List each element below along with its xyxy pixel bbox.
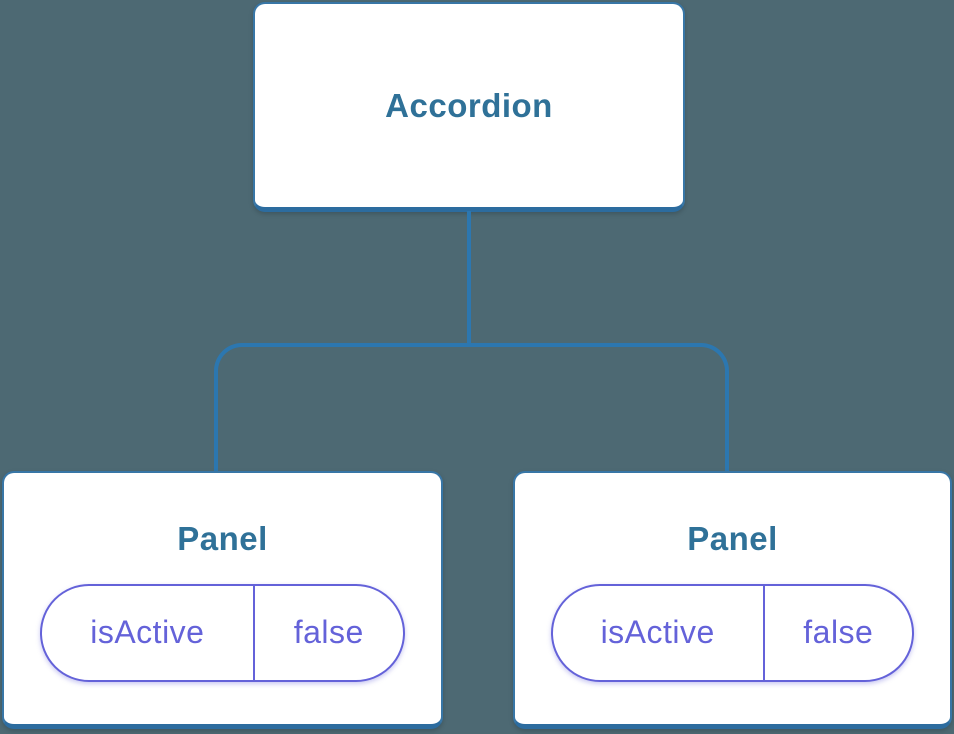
panel-node-right: Panel isActive false xyxy=(513,471,952,729)
state-key: isActive xyxy=(90,614,205,650)
panel-node-left: Panel isActive false xyxy=(2,471,443,729)
state-key: isActive xyxy=(600,614,715,650)
state-value: false xyxy=(762,585,913,680)
connector-stem xyxy=(467,211,471,345)
accordion-node: Accordion xyxy=(253,2,685,212)
state-pill: isActive false xyxy=(40,583,405,682)
panel-node-label: Panel xyxy=(687,519,778,557)
state-value: false xyxy=(252,585,403,680)
connector-bracket xyxy=(214,343,729,471)
state-pill: isActive false xyxy=(550,583,915,682)
accordion-node-label: Accordion xyxy=(385,86,553,124)
panel-node-label: Panel xyxy=(177,519,268,557)
